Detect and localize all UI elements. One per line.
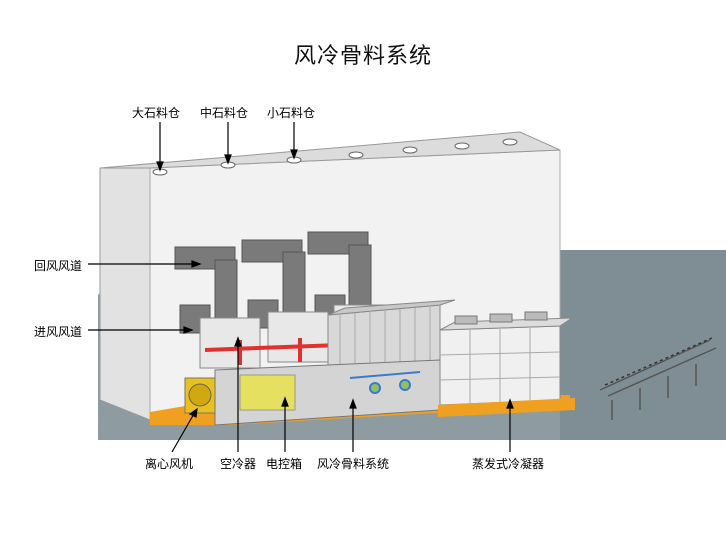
bin-openings: [152, 138, 518, 176]
label-small-bin: 小石料仓: [267, 106, 316, 120]
ground-right: [560, 250, 726, 440]
leader-lines: [88, 122, 514, 453]
centrifugal-fan: [184, 377, 216, 414]
conveyor: [599, 337, 717, 420]
machinery-details: [349, 371, 421, 394]
label-air-cooler: 空冷器: [220, 457, 257, 471]
label-big-bin: 大石料仓: [132, 106, 181, 120]
label-system: 风冷骨料系统: [317, 457, 390, 471]
label-condenser: 蒸发式冷凝器: [472, 457, 545, 471]
label-intake-duct: 进风风道: [34, 325, 83, 339]
label-control-box: 电控箱: [266, 457, 303, 471]
evaporative-condenser: [438, 311, 575, 417]
diagram-title: 风冷骨料系统: [293, 44, 432, 69]
label-fan: 离心风机: [145, 457, 194, 471]
bin-wall-top: [99, 131, 561, 169]
bin-wall-front: [99, 167, 151, 421]
label-return-duct: 回风风道: [34, 259, 83, 273]
label-mid-bin: 中石料仓: [200, 106, 249, 120]
